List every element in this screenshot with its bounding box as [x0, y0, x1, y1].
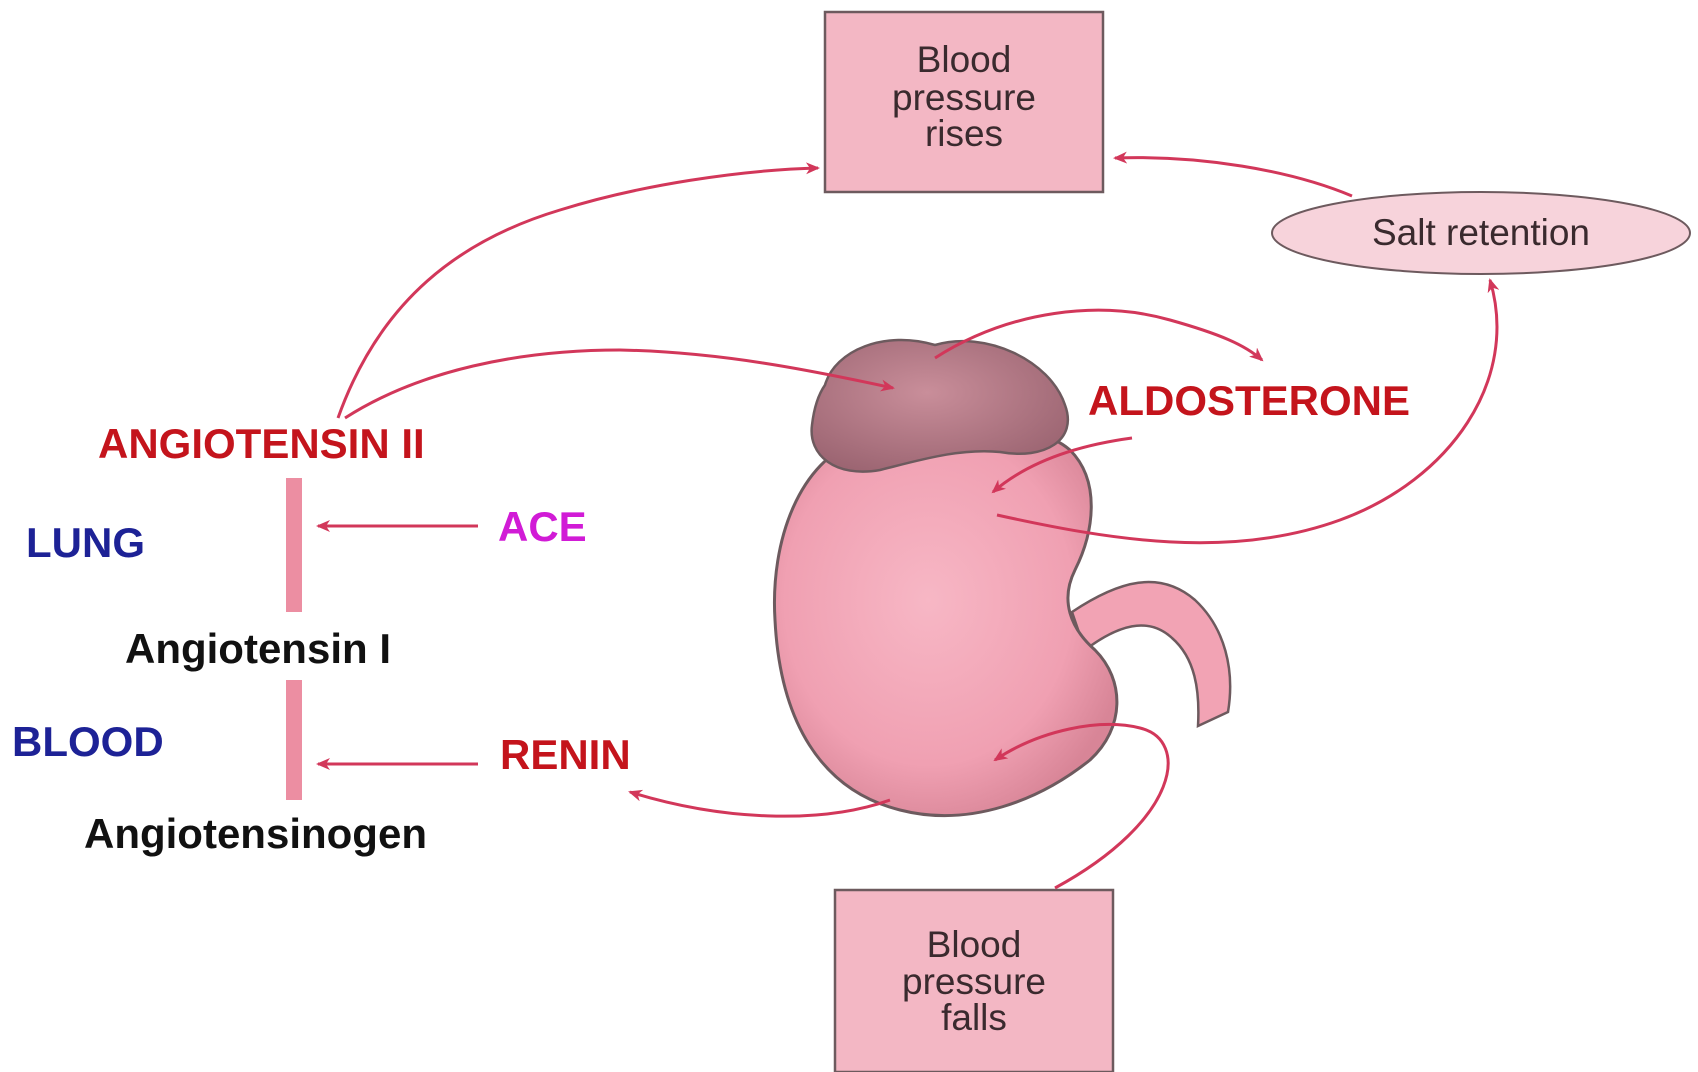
bp-rises-line-1: Blood	[917, 39, 1012, 80]
bp-falls-line-2: pressure	[902, 961, 1046, 1002]
blood-pressure-falls-box: Blood pressure falls	[835, 890, 1113, 1072]
arrow-angiotensin-to-adrenal	[345, 350, 893, 418]
bp-rises-line-3: rises	[925, 113, 1003, 154]
renin-label: RENIN	[500, 731, 631, 778]
angiotensin-i-label: Angiotensin I	[125, 625, 391, 672]
ace-label: ACE	[498, 503, 587, 550]
blood-label: BLOOD	[12, 718, 164, 765]
arrow-salt-to-bp-rises	[1115, 158, 1352, 196]
adrenal-gland	[812, 340, 1068, 472]
aldosterone-label: ALDOSTERONE	[1088, 377, 1410, 424]
lung-pathway-bar	[286, 478, 302, 612]
kidney-body	[774, 424, 1116, 815]
bp-falls-line-3: falls	[941, 997, 1007, 1038]
arrow-kidney-to-renin	[630, 792, 890, 816]
blood-pressure-rises-box: Blood pressure rises	[825, 12, 1103, 192]
bp-falls-line-1: Blood	[927, 924, 1022, 965]
angiotensinogen-label: Angiotensinogen	[84, 810, 427, 857]
blood-pathway-bar	[286, 680, 302, 800]
salt-retention-oval: Salt retention	[1272, 192, 1690, 274]
lung-label: LUNG	[26, 519, 145, 566]
arrow-angiotensin-to-bp-rises	[338, 168, 818, 418]
salt-retention-label: Salt retention	[1372, 212, 1590, 253]
bp-rises-line-2: pressure	[892, 77, 1036, 118]
angiotensin-ii-label: ANGIOTENSIN II	[98, 420, 425, 467]
